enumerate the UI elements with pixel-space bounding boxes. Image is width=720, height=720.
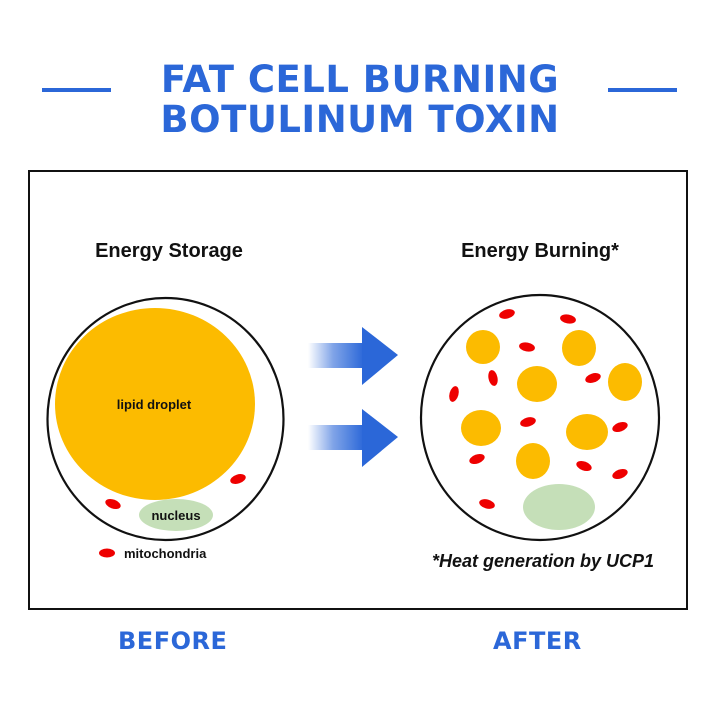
nucleus-label: nucleus <box>151 508 200 523</box>
before-label: BEFORE <box>118 627 228 655</box>
ucp1-footnote: *Heat generation by UCP1 <box>432 551 654 571</box>
legend-mitochondria-label: mitochondria <box>124 546 207 561</box>
title-rule-right <box>608 88 677 92</box>
lipid-droplet-label: lipid droplet <box>117 397 192 412</box>
mitochondrion-icon <box>230 474 246 484</box>
title-rule-left <box>42 88 111 92</box>
mitochondrion-icon <box>105 498 121 510</box>
page-title-line-2: BOTULINUM TOXIN <box>160 98 560 141</box>
nucleus <box>139 499 213 531</box>
lipid-droplet <box>55 308 255 500</box>
small-lipid-droplets <box>461 330 642 479</box>
before-panel: Energy Storage lipid droplet nucleus mit… <box>46 240 285 561</box>
legend-mitochondrion-icon <box>99 548 115 558</box>
arrow-right-icon <box>308 409 398 467</box>
after-panel: Energy Burning* *Heat generat <box>419 240 661 571</box>
nucleus <box>523 484 595 530</box>
page-title-line-1: FAT CELL BURNING <box>160 58 560 101</box>
arrow-right-icon <box>308 327 398 385</box>
after-heading: Energy Burning* <box>461 240 619 262</box>
before-heading: Energy Storage <box>95 240 243 262</box>
mitochondria <box>449 309 628 509</box>
after-label: AFTER <box>493 627 582 655</box>
